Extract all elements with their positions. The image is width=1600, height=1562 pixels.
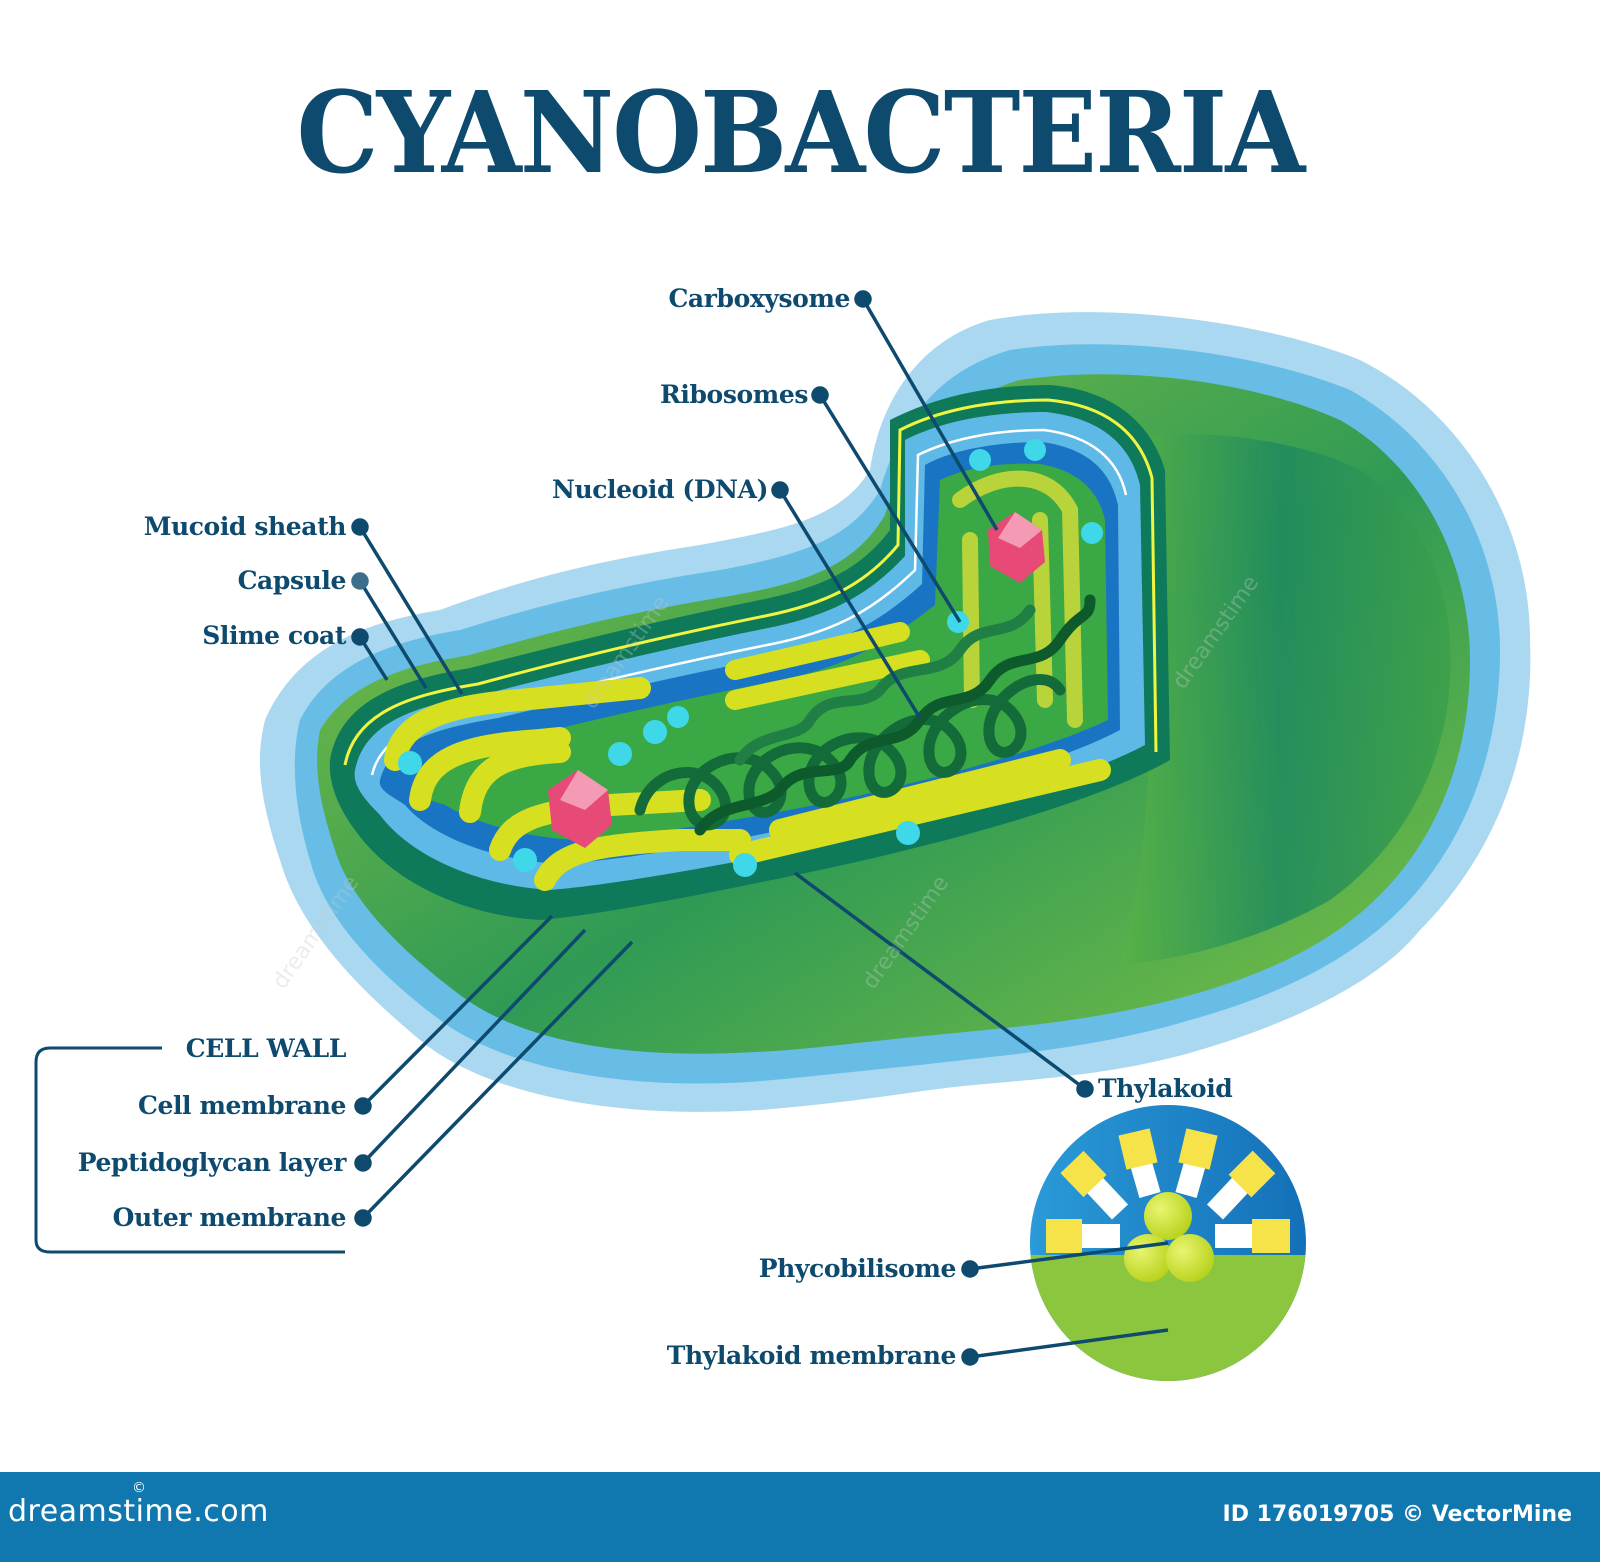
carboxysomes [548, 512, 1045, 848]
label-outer-membrane: Outer membrane [112, 1203, 347, 1232]
phycobilisome-inset [961, 1105, 1306, 1381]
label-thylakoid-membrane: Thylakoid membrane [666, 1341, 957, 1370]
label-ribosomes: Ribosomes [659, 380, 808, 409]
label-carboxysome: Carboxysome [668, 284, 850, 313]
label-thylakoid: Thylakoid [1098, 1074, 1233, 1103]
label-nucleoid: Nucleoid (DNA) [552, 475, 768, 504]
label-capsule: Capsule [237, 566, 347, 595]
label-mucoid-sheath: Mucoid sheath [143, 512, 347, 541]
label-peptidoglycan-layer: Peptidoglycan layer [77, 1148, 347, 1177]
label-phycobilisome: Phycobilisome [758, 1254, 957, 1283]
dreamstime-logo[interactable]: © dreamstime.com [8, 1480, 269, 1529]
leader-lines [351, 290, 1094, 1227]
nucleoid-dna [634, 594, 1096, 836]
label-cell-wall-heading: CELL WALL [185, 1034, 347, 1063]
thylakoid-stacks [384, 470, 1111, 891]
ribosomes [398, 439, 1103, 877]
footer-bar: © dreamstime.com ID 176019705 © VectorMi… [0, 1472, 1600, 1562]
label-cell-membrane: Cell membrane [137, 1091, 346, 1120]
cell-wall-bracket [34, 1046, 345, 1254]
logo-text: dreamstime.com [8, 1494, 269, 1529]
label-slime-coat: Slime coat [202, 621, 346, 650]
image-id-credit: ID 176019705 © VectorMine [1222, 1502, 1572, 1527]
page-title: CYANOBACTERIA [296, 68, 1306, 199]
spiral-logo-icon: © [132, 1480, 147, 1496]
cell-end-cap [1110, 434, 1451, 965]
